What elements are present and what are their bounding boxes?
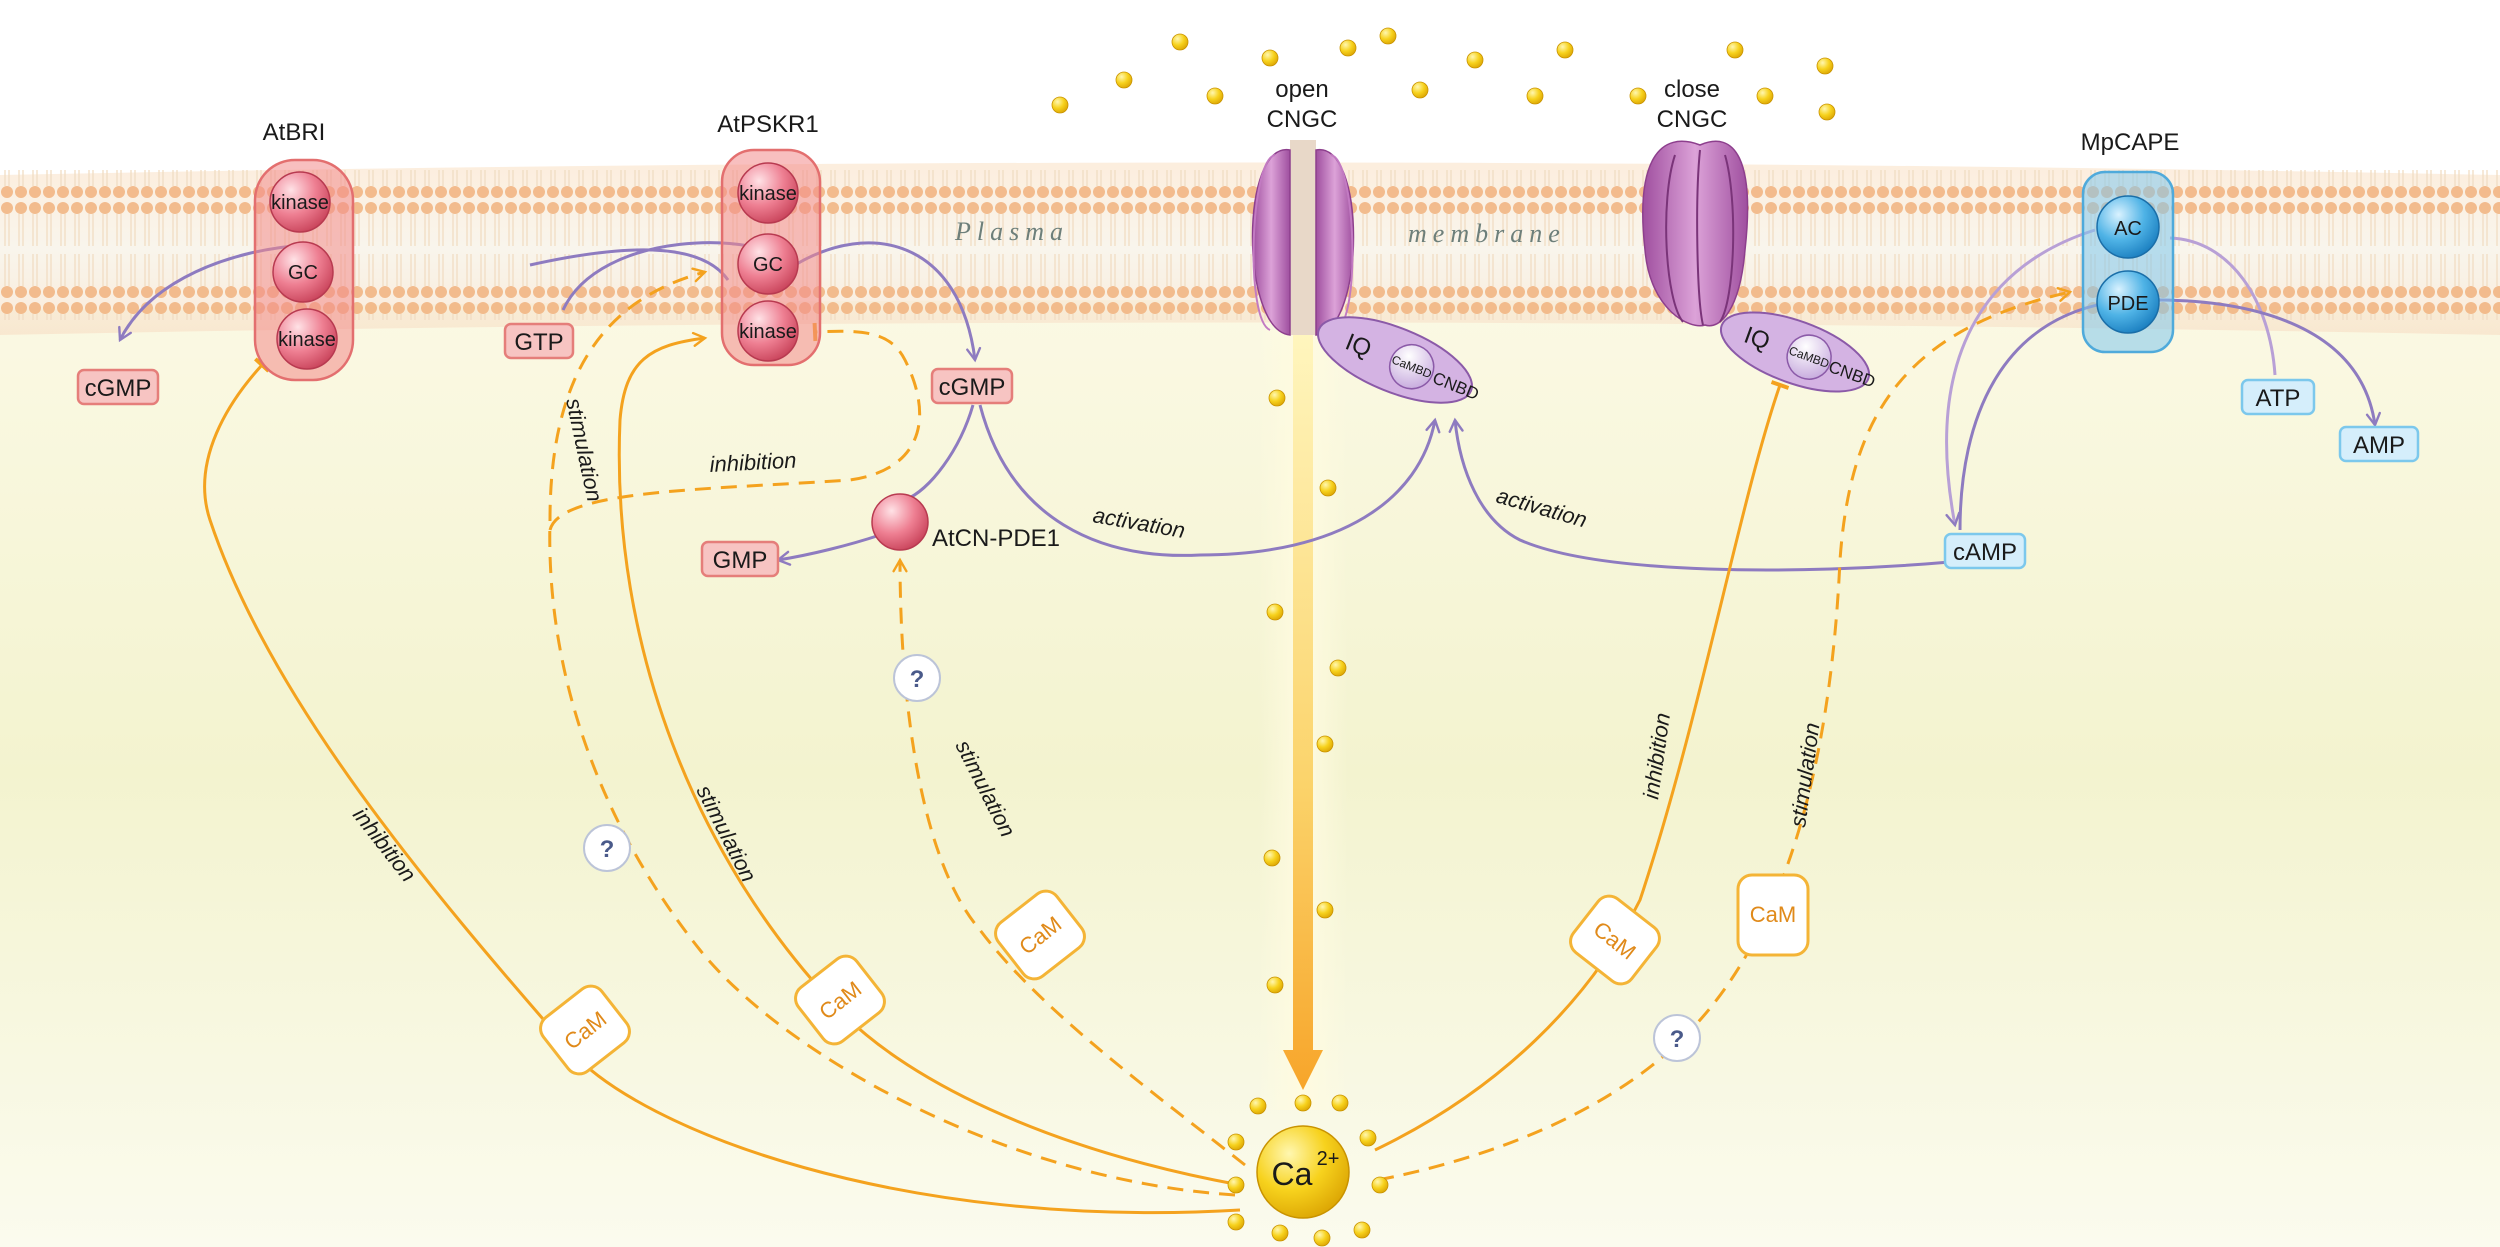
atpskr1-domain-1: kinase <box>739 183 797 205</box>
atbri-title: AtBRI <box>263 119 326 146</box>
calcium-influx <box>1258 330 1348 1110</box>
cytoplasm <box>0 300 2500 1247</box>
atp-box <box>2240 378 2316 416</box>
atpskr1-domain-3: kinase <box>739 321 797 343</box>
calcium-charge: 2+ <box>1317 1148 1340 1170</box>
arrow-pde1-to-gmp <box>775 533 881 566</box>
unknown-mpcape: ? <box>1670 1026 1685 1053</box>
membrane-label-membrane: membrane <box>1408 219 1566 248</box>
arrow-pde-to-amp <box>2154 298 2381 428</box>
gtp-label: GTP <box>514 329 563 356</box>
cgmp-left-box <box>76 368 160 406</box>
cgmp-left-label: cGMP <box>85 375 152 402</box>
atpskr1-receptor: AtPSKR1 kinase GC kinase <box>717 111 822 367</box>
unknown-pde1: ? <box>910 666 925 693</box>
unknown-pskr: ? <box>600 836 615 863</box>
arrow-cgmp-activation <box>978 404 1441 557</box>
cgmp-right-box <box>930 367 1014 405</box>
unknown-links: ? ? ? <box>583 654 1701 1062</box>
calcium-symbol: Ca <box>1272 1156 1313 1192</box>
atp-label: ATP <box>2256 385 2301 412</box>
line-cgmp-to-pde1 <box>904 404 975 502</box>
gmp-label: GMP <box>713 547 768 574</box>
inhibition-of-pskr1-kinase <box>548 322 921 531</box>
arrow-ac-to-camp <box>1945 228 2096 528</box>
ca-inhibits-atbri <box>203 357 1241 1215</box>
atcn-pde1-label: AtCN-PDE1 <box>932 525 1060 552</box>
mpcape-domain-ac: AC <box>2114 218 2142 240</box>
open-cngc-title-2: CNGC <box>1267 106 1338 133</box>
metabolites: cGMP GTP cGMP GMP ATP AMP cAMP <box>76 322 2420 578</box>
arrow-camp-activation <box>1448 417 1951 572</box>
ca-stimulates-pskr1 <box>617 331 1241 1187</box>
cam-box-atbri: CaM <box>539 984 631 1076</box>
membrane-label-plasma: Plasma <box>954 217 1069 246</box>
atbri-domain-3: kinase <box>278 329 336 351</box>
open-cngc-cytoplasmic-domain: IQ CaMBD CNBD <box>1317 316 1482 404</box>
atpskr1-title: AtPSKR1 <box>717 111 818 138</box>
cgmp-right-label: cGMP <box>939 374 1006 401</box>
cam-box-mpcape: CaM <box>1736 873 1810 957</box>
gmp-box <box>700 540 780 578</box>
line-atp-to-ac <box>2169 236 2277 376</box>
close-cngc-title-1: close <box>1664 76 1720 103</box>
open-cngc-channel: open CNGC IQ CaMBD CNBD <box>1251 76 1482 404</box>
mpcape-domain-pde: PDE <box>2107 293 2148 315</box>
cam-label-mpcape: CaM <box>1750 902 1796 927</box>
camp-box <box>1943 532 2027 570</box>
atbri-domain-2: GC <box>288 262 318 284</box>
cam-box-pskr: CaM <box>794 954 886 1046</box>
ca-stimulates-pskr1-dashed <box>548 267 1236 1197</box>
cam-box-pde1: CaM <box>994 889 1086 981</box>
atcn-pde1-enzyme: AtCN-PDE1 <box>871 493 1060 552</box>
atbri-domain-1: kinase <box>271 192 329 214</box>
extracellular-calcium-ions <box>1051 27 1836 121</box>
close-cngc-cytoplasmic-domain: IQ CaMBD CNBD <box>1719 311 1878 393</box>
camp-label: cAMP <box>1953 539 2017 566</box>
cam-box-close-cngc: CaM <box>1569 894 1661 986</box>
ca-stimulates-mpcape-pde <box>1377 287 2073 1182</box>
ca-inhibits-close-cngc <box>1374 380 1790 1152</box>
open-cngc-title-1: open <box>1275 76 1328 103</box>
amp-label: AMP <box>2353 432 2405 459</box>
gtp-box <box>503 322 575 360</box>
mpcape-title: MpCAPE <box>2081 129 2180 156</box>
close-cngc-title-2: CNGC <box>1657 106 1728 133</box>
atpskr1-domain-2: GC <box>753 254 783 276</box>
calmodulin-nodes: CaM CaM CaM CaM CaM <box>539 873 1810 1076</box>
cytosolic-calcium: Ca 2+ <box>1227 1094 1389 1247</box>
label-inhibition-top: inhibition <box>709 447 797 477</box>
mpcape-receptor: MpCAPE AC PDE <box>2081 129 2180 354</box>
close-cngc-channel: close CNGC IQ CaMBD CNBD <box>1642 76 1878 393</box>
amp-box <box>2338 425 2420 463</box>
atbri-receptor: AtBRI kinase GC kinase <box>253 119 355 382</box>
